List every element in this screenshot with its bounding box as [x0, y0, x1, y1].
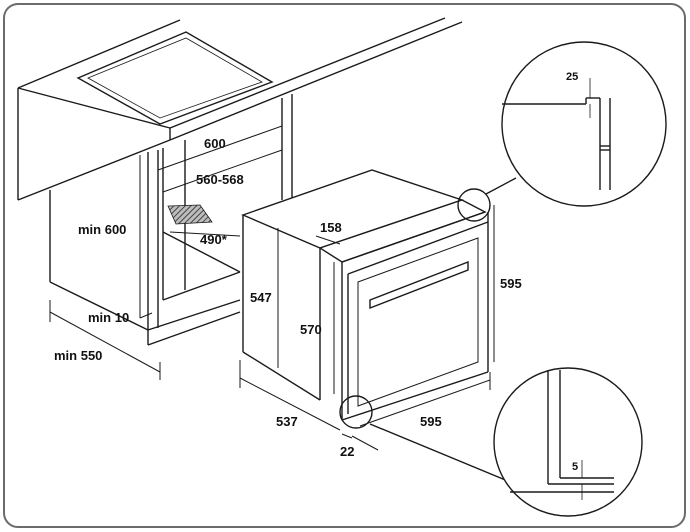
label-height-547: 547 [250, 290, 272, 305]
detail-bottom [339, 367, 643, 517]
oven [241, 169, 489, 421]
label-min-height: min 600 [78, 222, 126, 237]
label-oven-width: 595 [420, 414, 442, 429]
label-detail-5: 5 [572, 461, 578, 473]
label-door-22: 22 [340, 444, 354, 459]
label-detail-25: 25 [566, 71, 578, 83]
label-height-570: 570 [300, 322, 322, 337]
label-depth-490: 490* [200, 232, 228, 247]
detail-top [457, 41, 667, 222]
label-min-depth: min 550 [54, 348, 102, 363]
label-niche-width: 560-568 [196, 172, 244, 187]
cabinet [49, 94, 293, 346]
label-oven-height: 595 [500, 276, 522, 291]
dimension-lines [49, 125, 495, 451]
label-width-600: 600 [204, 136, 226, 151]
label-offset-158: 158 [320, 220, 342, 235]
label-min-gap: min 10 [88, 310, 129, 325]
label-oven-depth: 537 [276, 414, 298, 429]
countertop [17, 17, 463, 201]
